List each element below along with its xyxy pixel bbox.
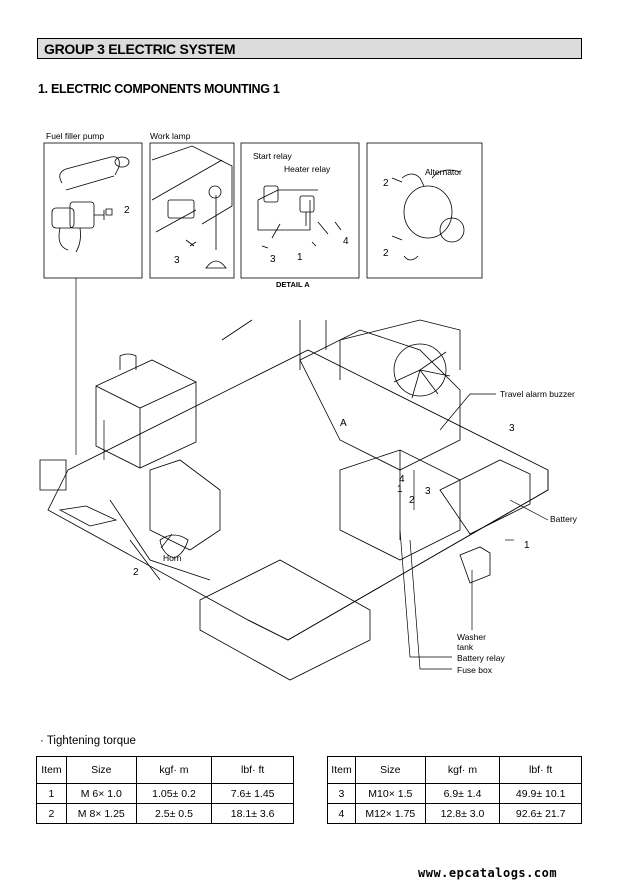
leader-lines bbox=[75, 278, 549, 670]
fuse-box-label: Fuse box bbox=[457, 665, 492, 675]
table-cell: 2 bbox=[36, 803, 67, 824]
table-cell: 92.6± 21.7 bbox=[499, 803, 582, 824]
table-cell: 7.6± 1.45 bbox=[211, 783, 294, 804]
table-cell: 4 bbox=[327, 803, 356, 824]
torque-table-right: Item Size kgf· m lbf· ft 3 M10× 1.5 6.9±… bbox=[327, 756, 582, 824]
table-cell: M 8× 1.25 bbox=[65, 803, 137, 824]
callout-a: A bbox=[340, 418, 347, 429]
fuel-filler-pump-sketch bbox=[51, 156, 130, 253]
table-row: 4 M12× 1.75 12.8± 3.0 92.6± 21.7 bbox=[327, 803, 582, 824]
work-lamp-label: Work lamp bbox=[150, 131, 191, 141]
callout-number: 3 bbox=[425, 486, 431, 497]
column-header: kgf· m bbox=[424, 756, 501, 784]
table-row: 1 M 6× 1.0 1.05± 0.2 7.6± 1.45 bbox=[36, 783, 294, 804]
table-cell: M10× 1.5 bbox=[354, 783, 426, 804]
callout-number: 1 bbox=[297, 252, 303, 263]
column-header: Size bbox=[65, 756, 137, 784]
table-cell: 2.5± 0.5 bbox=[135, 803, 213, 824]
table-cell: 49.9± 10.1 bbox=[499, 783, 582, 804]
column-header: Item bbox=[327, 756, 356, 784]
table-row: 2 M 8× 1.25 2.5± 0.5 18.1± 3.6 bbox=[36, 803, 294, 824]
column-header: Size bbox=[354, 756, 426, 784]
callout-number: 4 bbox=[399, 474, 405, 485]
table-cell: 18.1± 3.6 bbox=[211, 803, 294, 824]
callout-number: 3 bbox=[174, 255, 180, 266]
table-header-row: Item Size kgf· m lbf· ft bbox=[327, 756, 582, 784]
callout-number: 3 bbox=[509, 423, 515, 434]
fuel-filler-pump-label: Fuel filler pump bbox=[46, 131, 105, 141]
alternator-label: Alternator bbox=[425, 167, 462, 177]
section-title: 1. ELECTRIC COMPONENTS MOUNTING 1 bbox=[38, 82, 280, 96]
callout-number: 4 bbox=[343, 236, 349, 247]
travel-alarm-buzzer-label: Travel alarm buzzer bbox=[500, 389, 575, 399]
callout-number: 3 bbox=[270, 254, 276, 265]
alternator-sketch bbox=[391, 169, 465, 261]
work-lamp-frame bbox=[149, 142, 235, 279]
table-cell: 1 bbox=[36, 783, 67, 804]
tightening-torque-heading: · Tightening torque bbox=[40, 735, 136, 747]
callout-number: 2 bbox=[133, 567, 139, 578]
table-cell: 3 bbox=[327, 783, 356, 804]
table-cell: 6.9± 1.4 bbox=[424, 783, 501, 804]
heater-relay-label: Heater relay bbox=[284, 164, 331, 174]
alternator-frame bbox=[366, 142, 483, 279]
column-header: lbf· ft bbox=[211, 756, 294, 784]
column-header: kgf· m bbox=[135, 756, 213, 784]
work-lamp-sketch bbox=[151, 145, 233, 269]
washer-tank-label: Washer tank bbox=[457, 632, 486, 652]
torque-table-left: Item Size kgf· m lbf· ft 1 M 6× 1.0 1.05… bbox=[36, 756, 294, 824]
table-cell: 12.8± 3.0 bbox=[424, 803, 501, 824]
column-header: Item bbox=[36, 756, 67, 784]
table-cell: M 6× 1.0 bbox=[65, 783, 137, 804]
detail-a-label: DETAIL A bbox=[276, 280, 310, 289]
table-cell: M12× 1.75 bbox=[354, 803, 426, 824]
table-cell: 1.05± 0.2 bbox=[135, 783, 213, 804]
horn-label: Horn bbox=[163, 553, 182, 563]
callout-number: 2 bbox=[383, 178, 389, 189]
battery-label: Battery bbox=[550, 514, 577, 524]
group-title: GROUP 3 ELECTRIC SYSTEM bbox=[44, 41, 236, 57]
relay-sketch bbox=[257, 185, 342, 249]
table-header-row: Item Size kgf· m lbf· ft bbox=[36, 756, 294, 784]
machine-frame-sketch bbox=[39, 319, 549, 681]
callout-number: 2 bbox=[383, 248, 389, 259]
callout-number: 2 bbox=[409, 495, 415, 506]
callout-number: 1 bbox=[524, 540, 530, 551]
start-relay-label: Start relay bbox=[253, 151, 292, 161]
battery-relay-label: Battery relay bbox=[457, 653, 505, 663]
table-row: 3 M10× 1.5 6.9± 1.4 49.9± 10.1 bbox=[327, 783, 582, 804]
column-header: lbf· ft bbox=[499, 756, 582, 784]
watermark: www.epcatalogs.com bbox=[418, 866, 558, 880]
callout-number: 2 bbox=[124, 205, 130, 216]
fuel-filler-pump-frame bbox=[43, 142, 143, 279]
relay-detail-frame bbox=[240, 142, 360, 279]
callout-number: 1 bbox=[397, 484, 403, 495]
group-header-bar: GROUP 3 ELECTRIC SYSTEM bbox=[37, 38, 582, 59]
